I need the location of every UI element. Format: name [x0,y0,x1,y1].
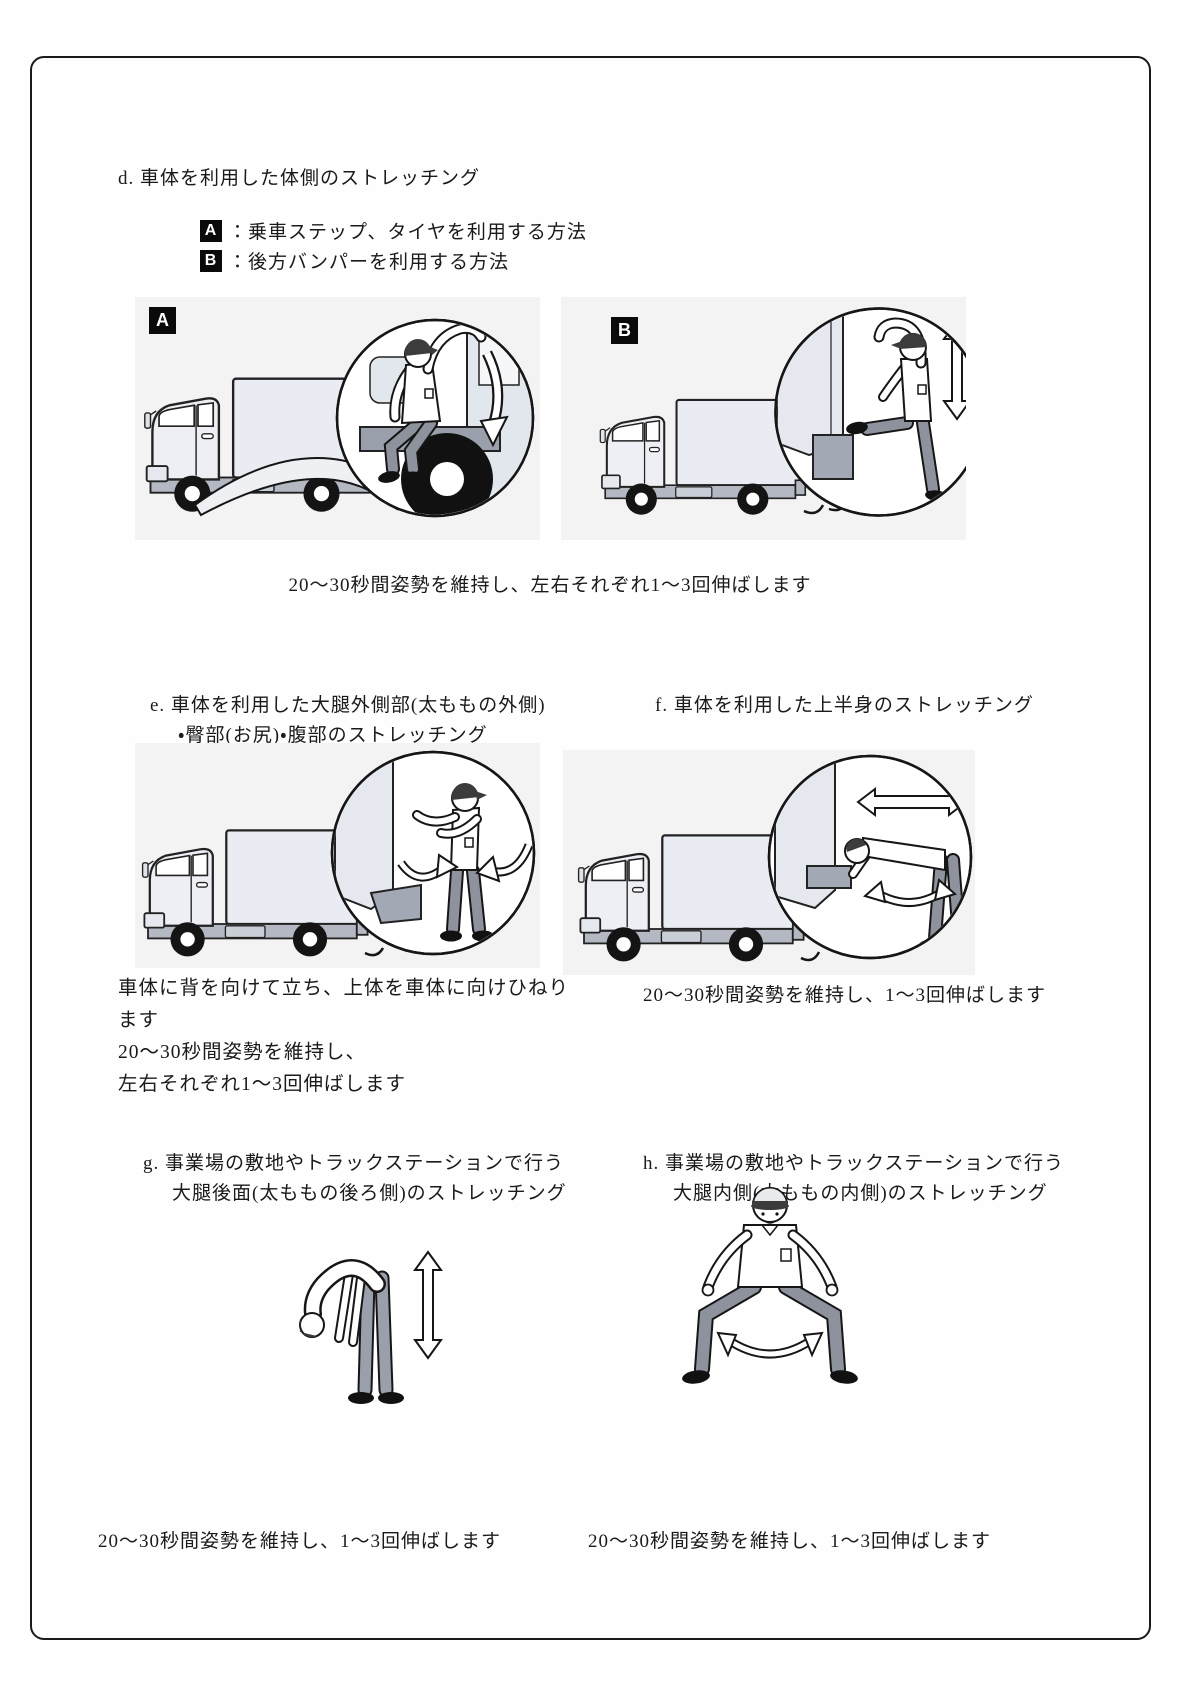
section-d-heading: d. 車体を利用した体側のストレッチング [118,168,481,189]
badge-a-icon: A [200,219,222,242]
swing-arrow-bottom [862,878,958,907]
legend-row-a: A ：乗車ステップ、タイヤを利用する方法 [200,217,587,244]
figure-b-bumper-stretch-illustration [599,307,966,517]
rear-bumper [812,434,854,480]
section-e-caption-line4: 左右それぞれ1〜3回伸ばします [118,1074,407,1095]
figure-h-wide-squat-illustration [682,1187,858,1384]
figure-f [563,750,975,975]
figure-d-a: A [135,297,540,540]
person-side-stretch [378,322,487,483]
figure-g-forward-bend-illustration [299,1250,443,1404]
section-e-caption-line1: 車体に背を向けて立ち、上体を車体に向けひねり [118,978,570,999]
figure-e-twist-stretch-illustration [141,750,536,958]
person-twist-stretch [412,783,494,942]
badge-b-icon: B [200,249,222,272]
section-h-heading-line1: h. 事業場の敷地やトラックステーションで行う [643,1153,1065,1174]
legend-b-label: ：後方バンパーを利用する方法 [228,252,509,273]
section-f-heading: f. 車体を利用した上半身のストレッチング [655,695,1034,716]
section-g-caption: 20〜30秒間姿勢を維持し、1〜3回伸ばします [98,1531,502,1552]
legend-a-label: ：乗車ステップ、タイヤを利用する方法 [228,222,587,243]
section-e-caption-line3: 20〜30秒間姿勢を維持し、 [118,1042,367,1063]
figure-a-side-stretch-illustration [143,318,535,518]
legend-row-b: B ：後方バンパーを利用する方法 [200,247,509,274]
figure-e [135,743,540,968]
stretch-direction-arrow-down [479,350,509,448]
section-f-caption: 20〜30秒間姿勢を維持し、1〜3回伸ばします [643,985,1047,1006]
twist-arrow-left [397,853,459,882]
swing-arrow-between-legs [716,1331,824,1359]
section-e-caption-line2: ます [118,1010,160,1031]
figure-f-upper-body-stretch-illustration [577,754,973,963]
section-d-caption: 20〜30秒間姿勢を維持し、左右それぞれ1〜3回伸ばします [288,575,812,596]
section-e-heading-line2: ・臀部(お尻)・腹部のストレッチング [178,725,488,746]
section-h-caption: 20〜30秒間姿勢を維持し、1〜3回伸ばします [588,1531,992,1552]
section-g-heading-line1: g. 事業場の敷地やトラックステーションで行う [143,1153,565,1174]
figure-a-badge: A [149,307,176,334]
twist-arrow-right [475,843,533,883]
person-forward-bend [299,1259,404,1404]
stretch-direction-arrow-vertical [413,1250,443,1360]
figure-h [650,1163,890,1433]
person-bumper-stretch [846,317,949,502]
figure-d-b: B [561,297,966,540]
section-g-heading-line2: 大腿後面(太ももの後ろ側)のストレッチング [172,1183,567,1204]
person-wide-squat [682,1187,858,1384]
section-e-heading-line1: e. 車体を利用した大腿外側部(太ももの外側) [150,695,546,716]
figure-b-badge: B [611,317,638,344]
figure-g [265,1222,455,1417]
section-e-caption: 車体に背を向けて立ち、上体を車体に向けひねり ます 20〜30秒間姿勢を維持し、… [118,973,569,1101]
